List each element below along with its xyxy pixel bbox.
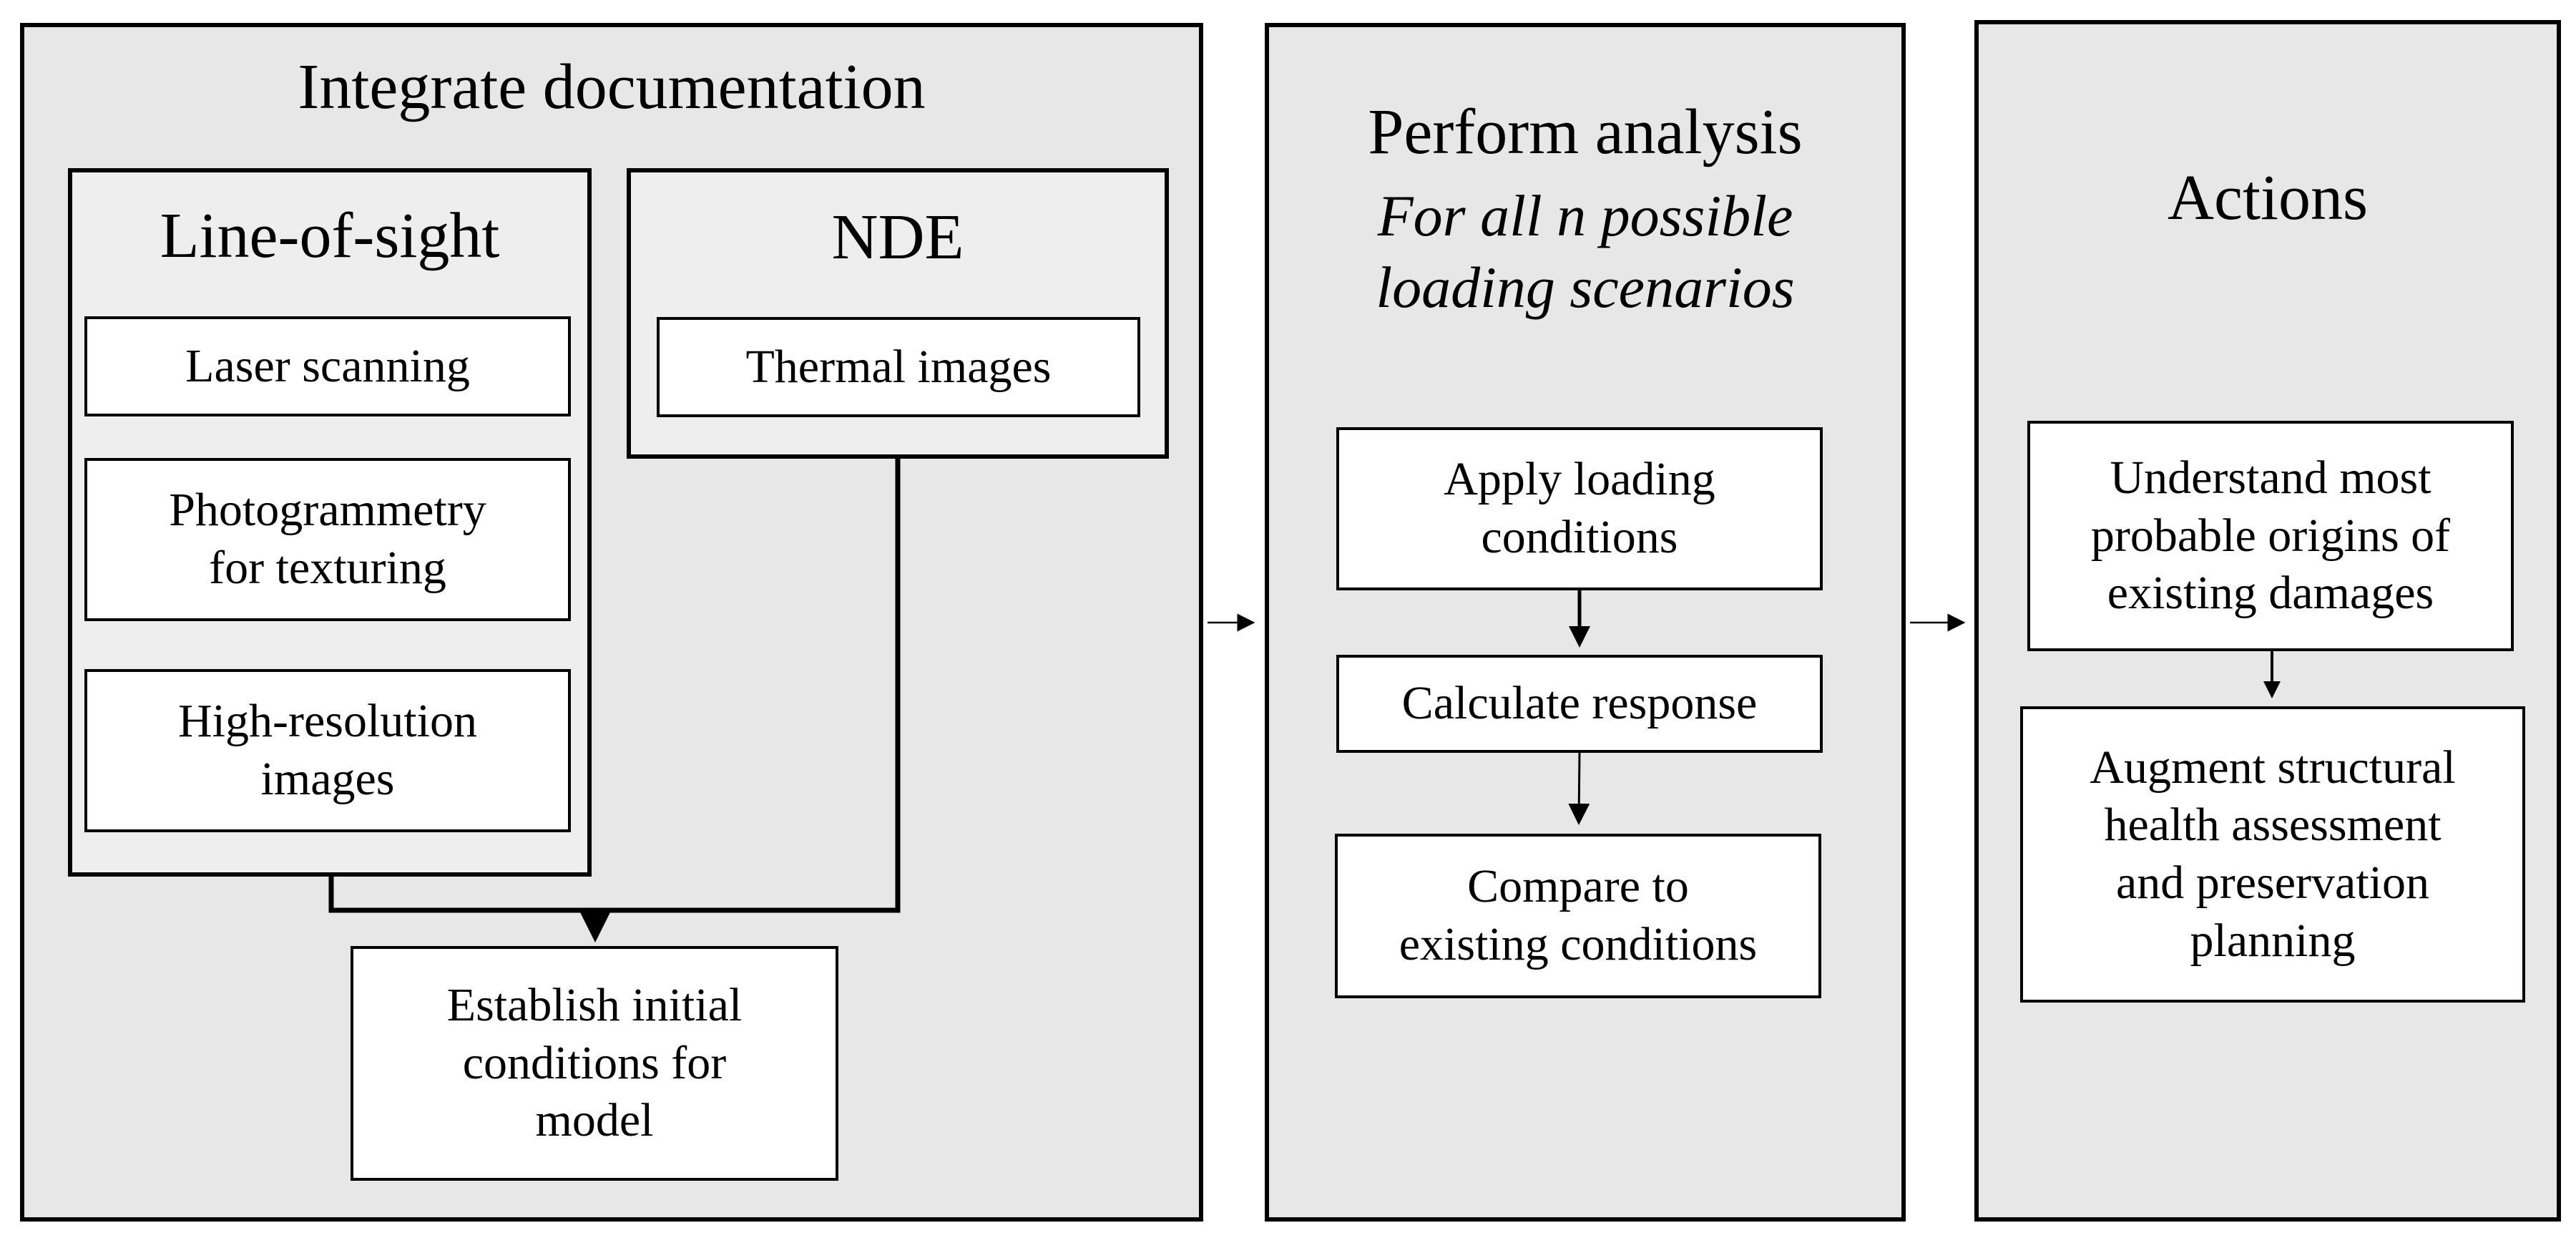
line-of-sight-title: Line-of-sight: [160, 200, 500, 271]
high-resolution-images-label: High-resolution images: [178, 695, 477, 805]
compare-to-existing-conditions-box: Compare to existing conditions: [1335, 834, 1821, 998]
understand-origins-box: Understand most probable origins of exis…: [2027, 421, 2514, 651]
augment-assessment-label: Augment structural health assessment and…: [2090, 741, 2456, 967]
high-resolution-images-box: High-resolution images: [84, 669, 571, 832]
augment-assessment-box: Augment structural health assessment and…: [2020, 706, 2525, 1003]
thermal-images-label: Thermal images: [745, 340, 1052, 393]
merge-connector: [328, 459, 901, 942]
nde-title: NDE: [831, 202, 964, 273]
establish-initial-conditions-box: Establish initial conditions for model: [351, 946, 838, 1181]
thermal-images-box: Thermal images: [657, 317, 1140, 417]
integrate-documentation-title: Integrate documentation: [298, 52, 926, 122]
laser-scanning-box: Laser scanning: [84, 316, 571, 416]
apply-loading-conditions-label: Apply loading conditions: [1444, 453, 1715, 563]
perform-analysis-panel: [1265, 23, 1906, 1222]
actions-title: Actions: [2168, 162, 2368, 233]
calculate-response-box: Calculate response: [1336, 655, 1823, 753]
perform-analysis-title: Perform analysis: [1368, 97, 1803, 167]
understand-origins-label: Understand most probable origins of exis…: [2090, 452, 2451, 620]
establish-initial-conditions-label: Establish initial conditions for model: [446, 979, 743, 1147]
laser-scanning-label: Laser scanning: [185, 339, 470, 392]
photogrammetry-box: Photogrammetry for texturing: [84, 458, 571, 621]
compare-to-existing-conditions-label: Compare to existing conditions: [1399, 860, 1758, 970]
apply-loading-conditions-box: Apply loading conditions: [1336, 427, 1823, 590]
calculate-to-compare-arrow: [1568, 752, 1590, 825]
calculate-response-label: Calculate response: [1401, 677, 1758, 730]
perform-analysis-subtitle: For all n possible loading scenarios: [1376, 183, 1795, 321]
photogrammetry-label: Photogrammetry for texturing: [169, 484, 486, 594]
